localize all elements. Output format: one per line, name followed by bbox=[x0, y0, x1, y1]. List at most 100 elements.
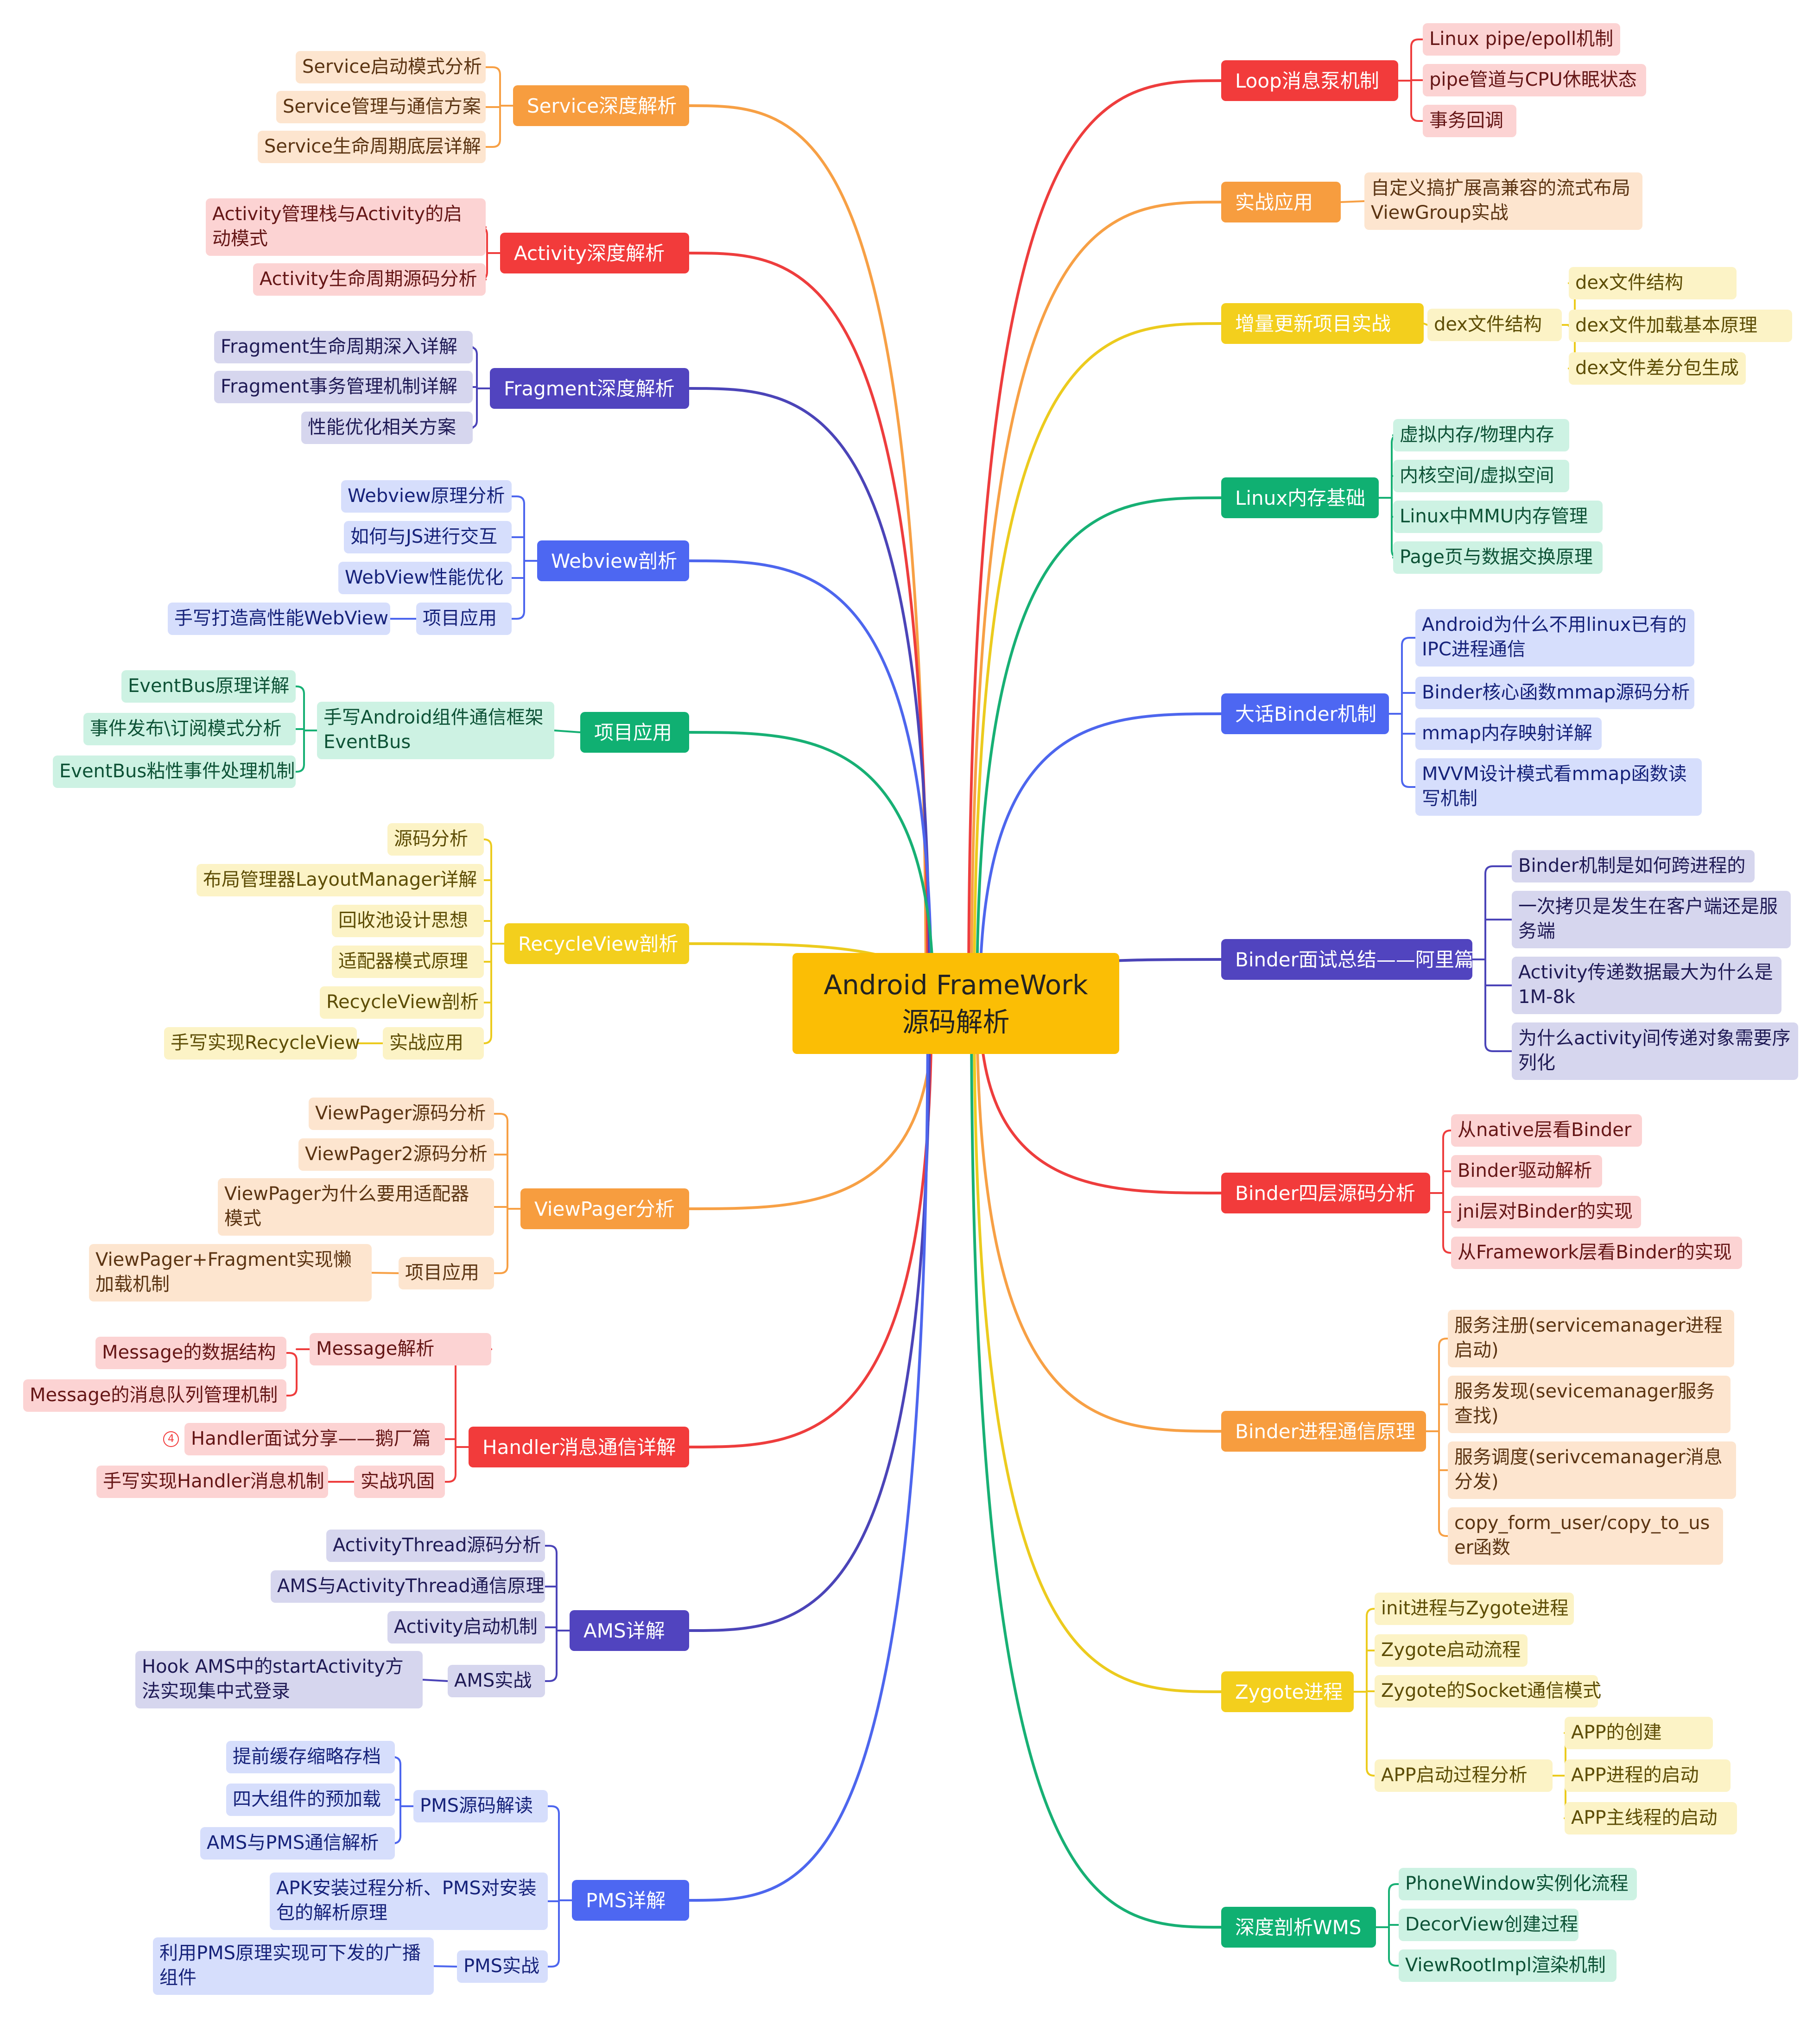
topic-14-3[interactable]: MVVM设计模式看mmap函数读写机制 bbox=[1415, 758, 1702, 816]
topic-6-1[interactable]: ViewPager2源码分析 bbox=[298, 1138, 494, 1171]
subtopic-18-3-2[interactable]: APP主线程的启动 bbox=[1565, 1802, 1737, 1835]
topic-2-2[interactable]: 性能优化相关方案 bbox=[301, 412, 473, 444]
branch-12[interactable]: 增量更新项目实战 bbox=[1221, 303, 1424, 344]
branch-18[interactable]: Zygote进程 bbox=[1221, 1671, 1354, 1712]
subtopic-9-2-0[interactable]: 利用PMS原理实现可下发的广播组件 bbox=[153, 1937, 434, 1995]
topic-1-1[interactable]: Activity生命周期源码分析 bbox=[253, 263, 486, 296]
subtopic-4-0-1[interactable]: 事件发布\订阅模式分析 bbox=[83, 713, 296, 745]
topic-3-2[interactable]: WebView性能优化 bbox=[338, 562, 512, 594]
topic-2-1[interactable]: Fragment事务管理机制详解 bbox=[214, 371, 473, 403]
subtopic-5-5-0[interactable]: 手写实现RecycleView bbox=[164, 1027, 360, 1060]
topic-6-0[interactable]: ViewPager源码分析 bbox=[309, 1098, 494, 1130]
topic-18-1[interactable]: Zygote启动流程 bbox=[1375, 1634, 1528, 1667]
branch-4[interactable]: 项目应用 bbox=[580, 712, 689, 753]
topic-8-3[interactable]: AMS实战 bbox=[448, 1665, 545, 1697]
subtopic-12-0-2[interactable]: dex文件差分包生成 bbox=[1569, 352, 1746, 385]
topic-15-1[interactable]: 一次拷贝是发生在客户端还是服务端 bbox=[1512, 891, 1791, 948]
branch-9[interactable]: PMS详解 bbox=[572, 1880, 689, 1921]
topic-11-0[interactable]: 自定义搞扩展高兼容的流式布局ViewGroup实战 bbox=[1364, 172, 1642, 230]
subtopic-4-0-2[interactable]: EventBus粘性事件处理机制 bbox=[53, 755, 296, 788]
branch-5[interactable]: RecycleView剖析 bbox=[504, 923, 689, 964]
topic-13-2[interactable]: Linux中MMU内存管理 bbox=[1393, 501, 1603, 533]
topic-3-1[interactable]: 如何与JS进行交互 bbox=[344, 521, 512, 553]
root-node[interactable]: Android FrameWork 源码解析 bbox=[792, 953, 1119, 1054]
topic-1-0[interactable]: Activity管理栈与Activity的启动模式 bbox=[206, 198, 486, 256]
topic-5-1[interactable]: 布局管理器LayoutManager详解 bbox=[197, 864, 484, 896]
topic-5-3[interactable]: 适配器模式原理 bbox=[332, 946, 484, 978]
topic-10-2[interactable]: 事务回调 bbox=[1423, 105, 1516, 137]
topic-15-2[interactable]: Activity传递数据最大为什么是1M-8k bbox=[1512, 957, 1781, 1014]
topic-9-1[interactable]: APK安装过程分析、PMS对安装包的解析原理 bbox=[270, 1873, 548, 1930]
subtopic-18-3-0[interactable]: APP的创建 bbox=[1565, 1717, 1713, 1749]
topic-16-3[interactable]: 从Framework层看Binder的实现 bbox=[1451, 1237, 1742, 1269]
topic-3-3[interactable]: 项目应用 bbox=[416, 603, 512, 635]
topic-13-0[interactable]: 虚拟内存/物理内存 bbox=[1393, 419, 1569, 451]
topic-14-0[interactable]: Android为什么不用linux已有的IPC进程通信 bbox=[1415, 609, 1694, 667]
branch-13[interactable]: Linux内存基础 bbox=[1221, 477, 1379, 518]
branch-6[interactable]: ViewPager分析 bbox=[520, 1188, 689, 1229]
topic-9-2[interactable]: PMS实战 bbox=[457, 1950, 548, 1983]
topic-3-0[interactable]: Webview原理分析 bbox=[341, 480, 512, 513]
topic-10-1[interactable]: pipe管道与CPU休眠状态 bbox=[1423, 64, 1646, 96]
topic-5-5[interactable]: 实战应用 bbox=[383, 1027, 484, 1060]
subtopic-7-2-0[interactable]: 手写实现Handler消息机制 bbox=[96, 1466, 328, 1498]
topic-13-1[interactable]: 内核空间/虚拟空间 bbox=[1393, 460, 1569, 492]
topic-16-0[interactable]: 从native层看Binder bbox=[1451, 1114, 1642, 1147]
topic-19-2[interactable]: ViewRootImpl渲染机制 bbox=[1399, 1949, 1616, 1982]
topic-0-0[interactable]: Service启动模式分析 bbox=[296, 51, 486, 83]
topic-13-3[interactable]: Page页与数据交换原理 bbox=[1393, 541, 1603, 574]
topic-6-3[interactable]: 项目应用 bbox=[399, 1257, 494, 1289]
subtopic-4-0-0[interactable]: EventBus原理详解 bbox=[121, 670, 296, 703]
subtopic-3-3-0[interactable]: 手写打造高性能WebView bbox=[168, 603, 390, 635]
topic-6-2[interactable]: ViewPager为什么要用适配器模式 bbox=[218, 1178, 494, 1236]
subtopic-9-0-1[interactable]: 四大组件的预加载 bbox=[226, 1784, 395, 1816]
subtopic-7-0-0[interactable]: Message的数据结构 bbox=[95, 1337, 286, 1369]
subtopic-12-0-0[interactable]: dex文件结构 bbox=[1569, 267, 1737, 299]
subtopic-18-3-1[interactable]: APP进程的启动 bbox=[1565, 1759, 1731, 1792]
topic-2-0[interactable]: Fragment生命周期深入详解 bbox=[214, 331, 473, 363]
topic-16-1[interactable]: Binder驱动解析 bbox=[1451, 1155, 1602, 1187]
branch-7[interactable]: Handler消息通信详解 bbox=[469, 1427, 689, 1467]
branch-0[interactable]: Service深度解析 bbox=[513, 85, 689, 126]
topic-12-0[interactable]: dex文件结构 bbox=[1427, 309, 1562, 341]
branch-10[interactable]: Loop消息泵机制 bbox=[1221, 60, 1398, 101]
topic-17-2[interactable]: 服务调度(serivcemanager消息分发) bbox=[1448, 1441, 1736, 1499]
topic-15-0[interactable]: Binder机制是如何跨进程的 bbox=[1512, 850, 1755, 882]
topic-7-2[interactable]: 实战巩固 bbox=[354, 1466, 445, 1498]
topic-8-1[interactable]: AMS与ActivityThread通信原理 bbox=[271, 1570, 545, 1603]
topic-17-3[interactable]: copy_form_user/copy_to_user函数 bbox=[1448, 1507, 1723, 1565]
topic-5-0[interactable]: 源码分析 bbox=[387, 823, 484, 856]
topic-16-2[interactable]: jni层对Binder的实现 bbox=[1451, 1196, 1641, 1228]
subtopic-8-3-0[interactable]: Hook AMS中的startActivity方法实现集中式登录 bbox=[135, 1651, 423, 1708]
topic-8-0[interactable]: ActivityThread源码分析 bbox=[326, 1530, 545, 1562]
branch-17[interactable]: Binder进程通信原理 bbox=[1221, 1411, 1426, 1452]
topic-19-0[interactable]: PhoneWindow实例化流程 bbox=[1399, 1868, 1637, 1900]
subtopic-9-0-2[interactable]: AMS与PMS通信解析 bbox=[200, 1827, 395, 1860]
topic-17-1[interactable]: 服务发现(sevicemanager服务查找) bbox=[1448, 1376, 1731, 1433]
subtopic-9-0-0[interactable]: 提前缓存缩略存档 bbox=[226, 1741, 395, 1773]
topic-10-0[interactable]: Linux pipe/epoll机制 bbox=[1423, 23, 1620, 56]
branch-16[interactable]: Binder四层源码分析 bbox=[1221, 1173, 1430, 1213]
topic-17-0[interactable]: 服务注册(servicemanager进程启动) bbox=[1448, 1310, 1734, 1367]
branch-14[interactable]: 大话Binder机制 bbox=[1221, 693, 1389, 734]
branch-11[interactable]: 实战应用 bbox=[1221, 182, 1341, 222]
branch-8[interactable]: AMS详解 bbox=[570, 1610, 689, 1651]
subtopic-7-0-1[interactable]: Message的消息队列管理机制 bbox=[23, 1379, 286, 1412]
topic-9-0[interactable]: PMS源码解读 bbox=[413, 1790, 548, 1822]
topic-8-2[interactable]: Activity启动机制 bbox=[387, 1611, 545, 1644]
topic-19-1[interactable]: DecorView创建过程 bbox=[1399, 1909, 1578, 1941]
topic-7-0[interactable]: Message解析 bbox=[310, 1333, 491, 1365]
branch-15[interactable]: Binder面试总结——阿里篇 bbox=[1221, 939, 1474, 980]
topic-18-2[interactable]: Zygote的Socket通信模式 bbox=[1375, 1675, 1601, 1708]
branch-2[interactable]: Fragment深度解析 bbox=[490, 368, 689, 409]
branch-1[interactable]: Activity深度解析 bbox=[500, 233, 689, 273]
topic-14-2[interactable]: mmap内存映射详解 bbox=[1415, 717, 1602, 750]
topic-0-2[interactable]: Service生命周期底层详解 bbox=[258, 131, 486, 163]
topic-18-3[interactable]: APP启动过程分析 bbox=[1375, 1759, 1553, 1792]
branch-19[interactable]: 深度剖析WMS bbox=[1221, 1907, 1376, 1948]
topic-7-1[interactable]: Handler面试分享——鹅厂篇 bbox=[184, 1423, 445, 1455]
topic-4-0[interactable]: 手写Android组件通信框架EventBus bbox=[317, 702, 554, 759]
topic-0-1[interactable]: Service管理与通信方案 bbox=[276, 91, 486, 123]
topic-5-4[interactable]: RecycleView剖析 bbox=[320, 986, 484, 1019]
subtopic-6-3-0[interactable]: ViewPager+Fragment实现懒加载机制 bbox=[89, 1244, 372, 1301]
